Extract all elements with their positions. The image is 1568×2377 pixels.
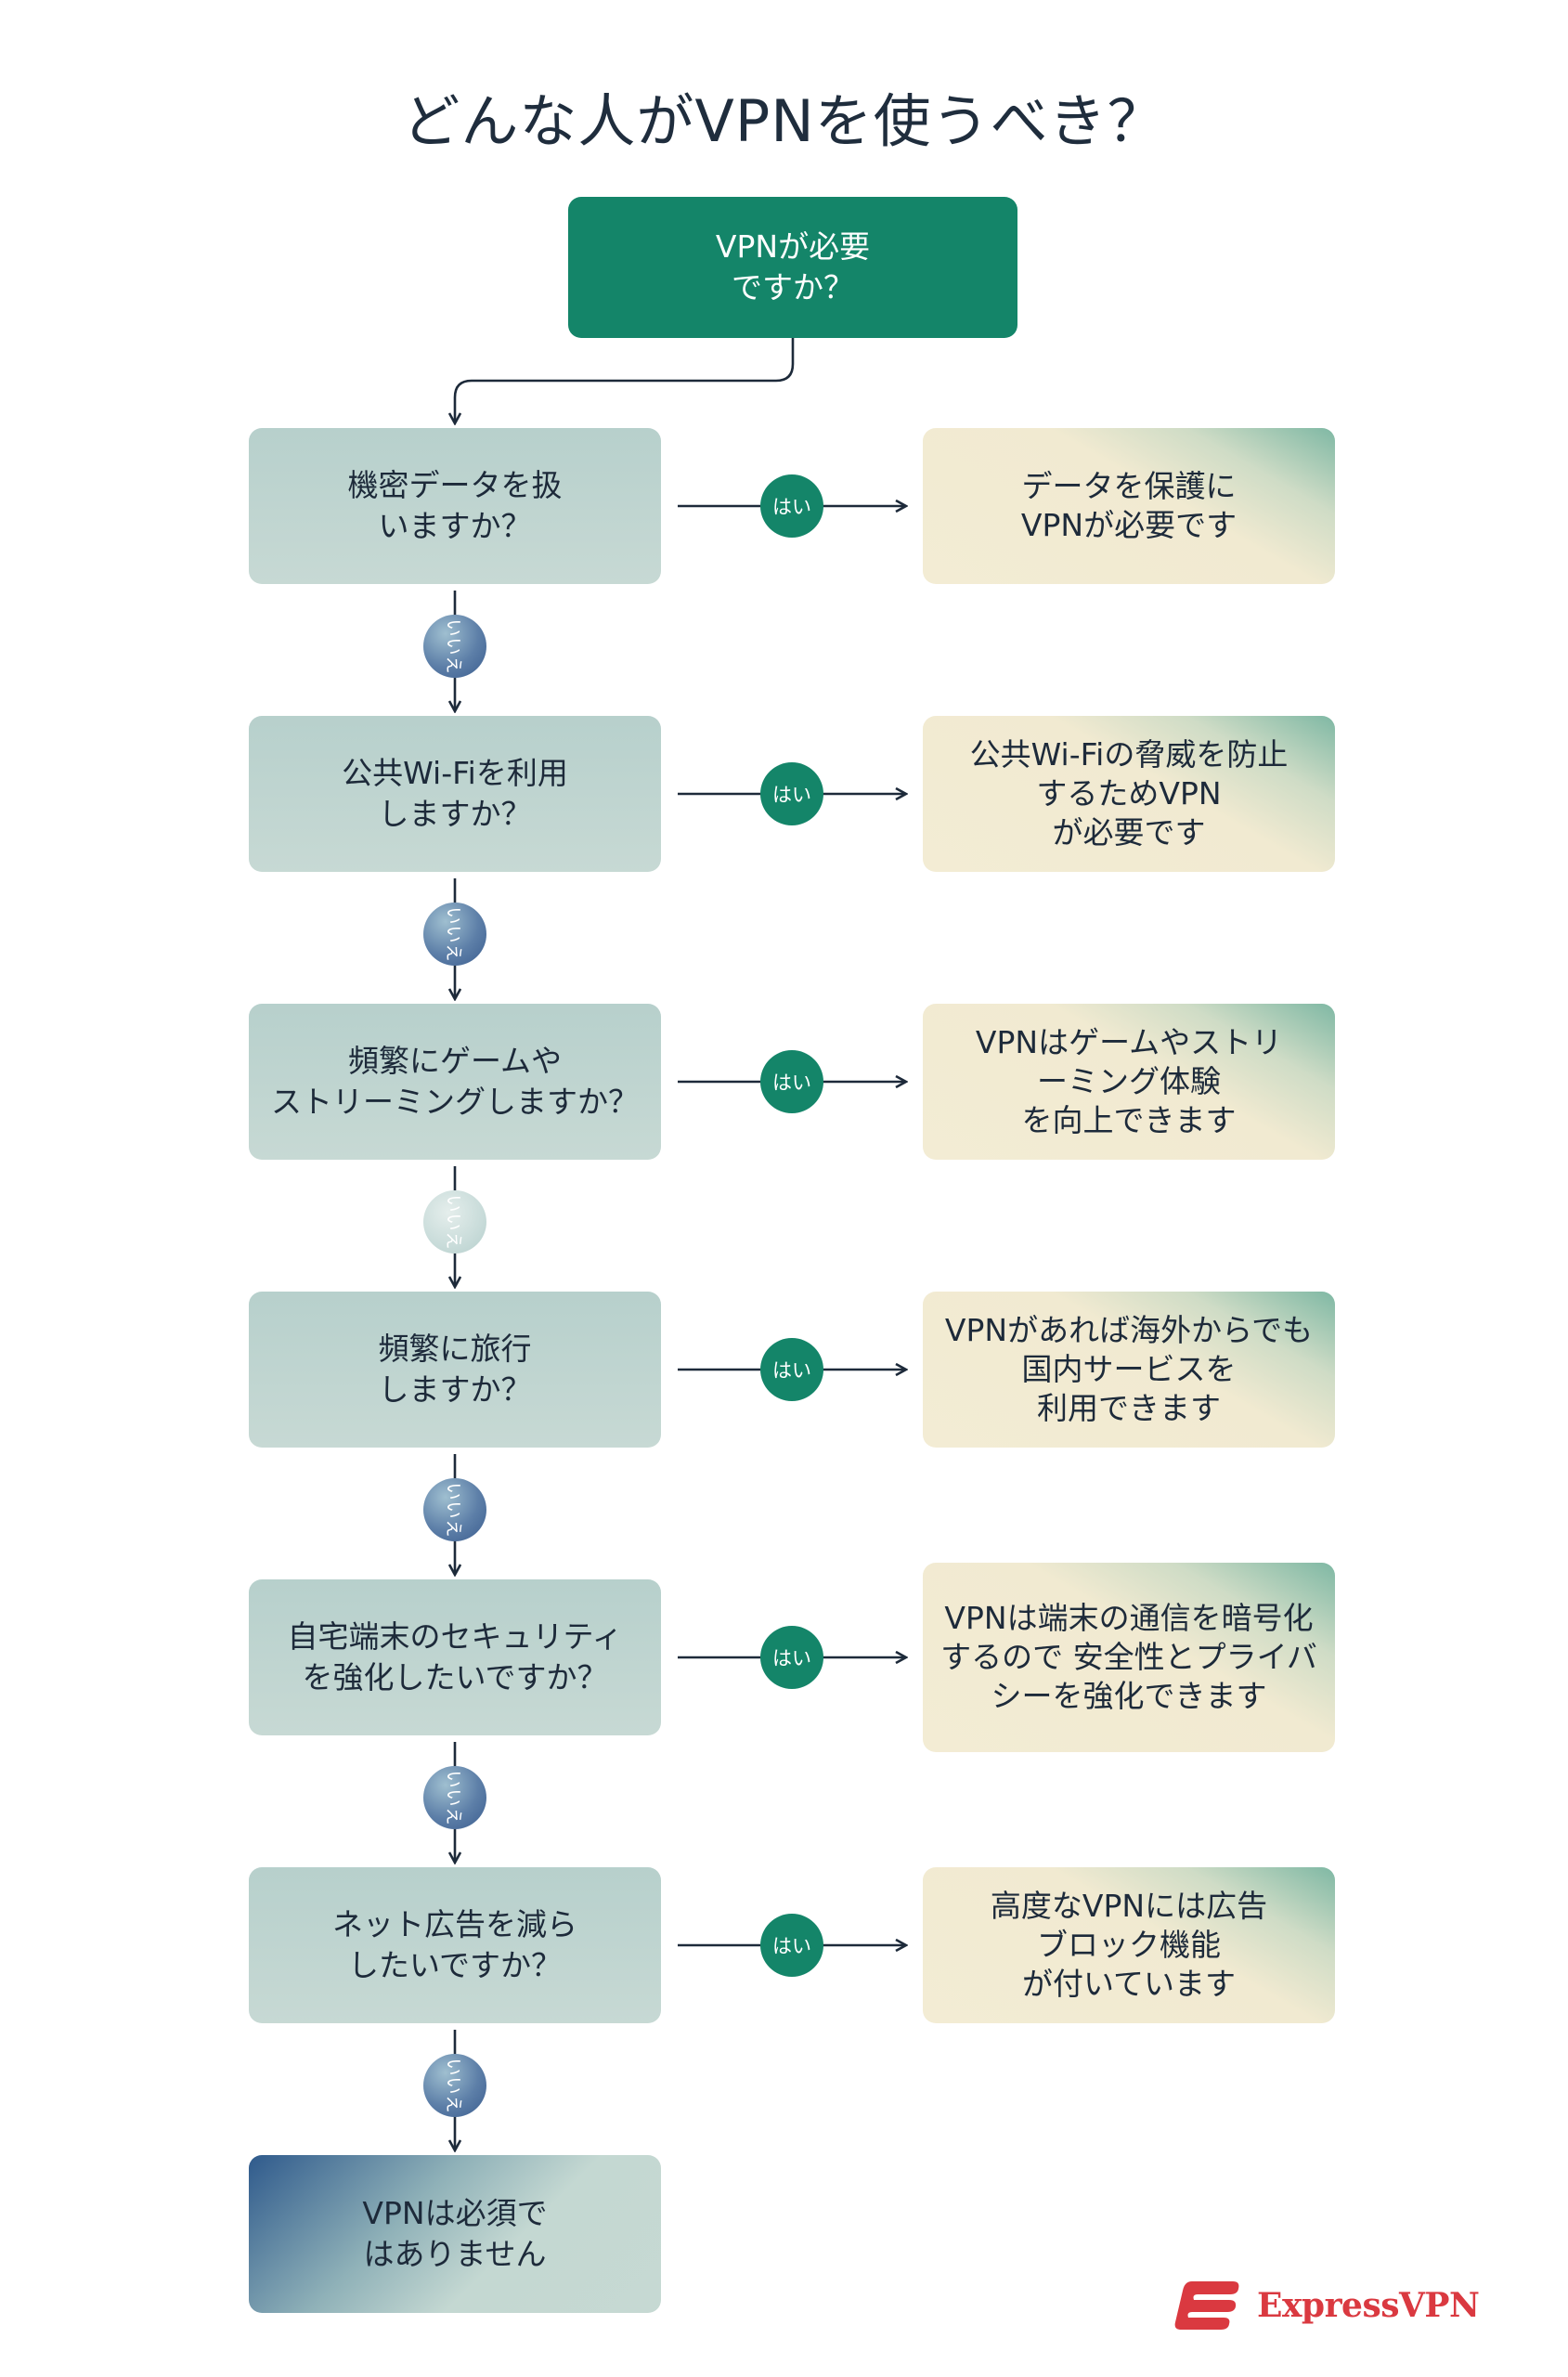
yes-badge-4: はい: [760, 1338, 823, 1401]
no-badge-3: いいえ: [423, 1190, 486, 1253]
answer-2: 公共Wi-Fiの脅威を防止 するためVPN が必要です: [923, 716, 1335, 872]
question-3: 頻繁にゲームや ストリーミングしますか？: [249, 1004, 661, 1160]
page-title: どんな人がVPNを使うべき？: [402, 87, 1166, 155]
question-5: 自宅端末のセキュリティ を強化したいですか？: [249, 1579, 661, 1735]
horizontal-connectors: [678, 506, 906, 1945]
question-6: ネット広告を減ら したいですか？: [249, 1867, 661, 2023]
question-1: 機密データを扱 いますか？: [249, 428, 661, 584]
answer-6: 高度なVPNには広告 ブロック機能 が付いています: [923, 1867, 1335, 2023]
no-badge-5: いいえ: [423, 1766, 486, 1829]
brand-name: ExpressVPN: [1257, 2286, 1480, 2325]
no-badge-4: いいえ: [423, 1478, 486, 1541]
expressvpn-logo: ExpressVPN: [1172, 2273, 1480, 2338]
answer-4: VPNがあれば海外からでも 国内サービスを 利用できます: [923, 1292, 1335, 1448]
answer-3: VPNはゲームやストリ ーミング体験 を向上できます: [923, 1004, 1335, 1160]
no-badge-6: いいえ: [423, 2054, 486, 2117]
expressvpn-logo-icon: [1174, 2281, 1239, 2330]
question-4: 頻繁に旅行 しますか？: [249, 1292, 661, 1448]
start-node: VPNが必要 ですか？: [568, 197, 1017, 338]
yes-badge-5: はい: [760, 1626, 823, 1689]
answer-1: データを保護に VPNが必要です: [923, 428, 1335, 584]
no-badge-1: いいえ: [423, 615, 486, 678]
yes-badge-1: はい: [760, 474, 823, 538]
question-2: 公共Wi-Fiを利用 しますか？: [249, 716, 661, 872]
no-badge-2: いいえ: [423, 903, 486, 966]
yes-badge-6: はい: [760, 1914, 823, 1977]
yes-badge-3: はい: [760, 1050, 823, 1113]
yes-badge-2: はい: [760, 762, 823, 825]
answer-5: VPNは端末の通信を暗号化 するので 安全性とプライバ シーを強化できます: [923, 1563, 1335, 1752]
final-node: VPNは必須で はありません: [249, 2155, 661, 2313]
